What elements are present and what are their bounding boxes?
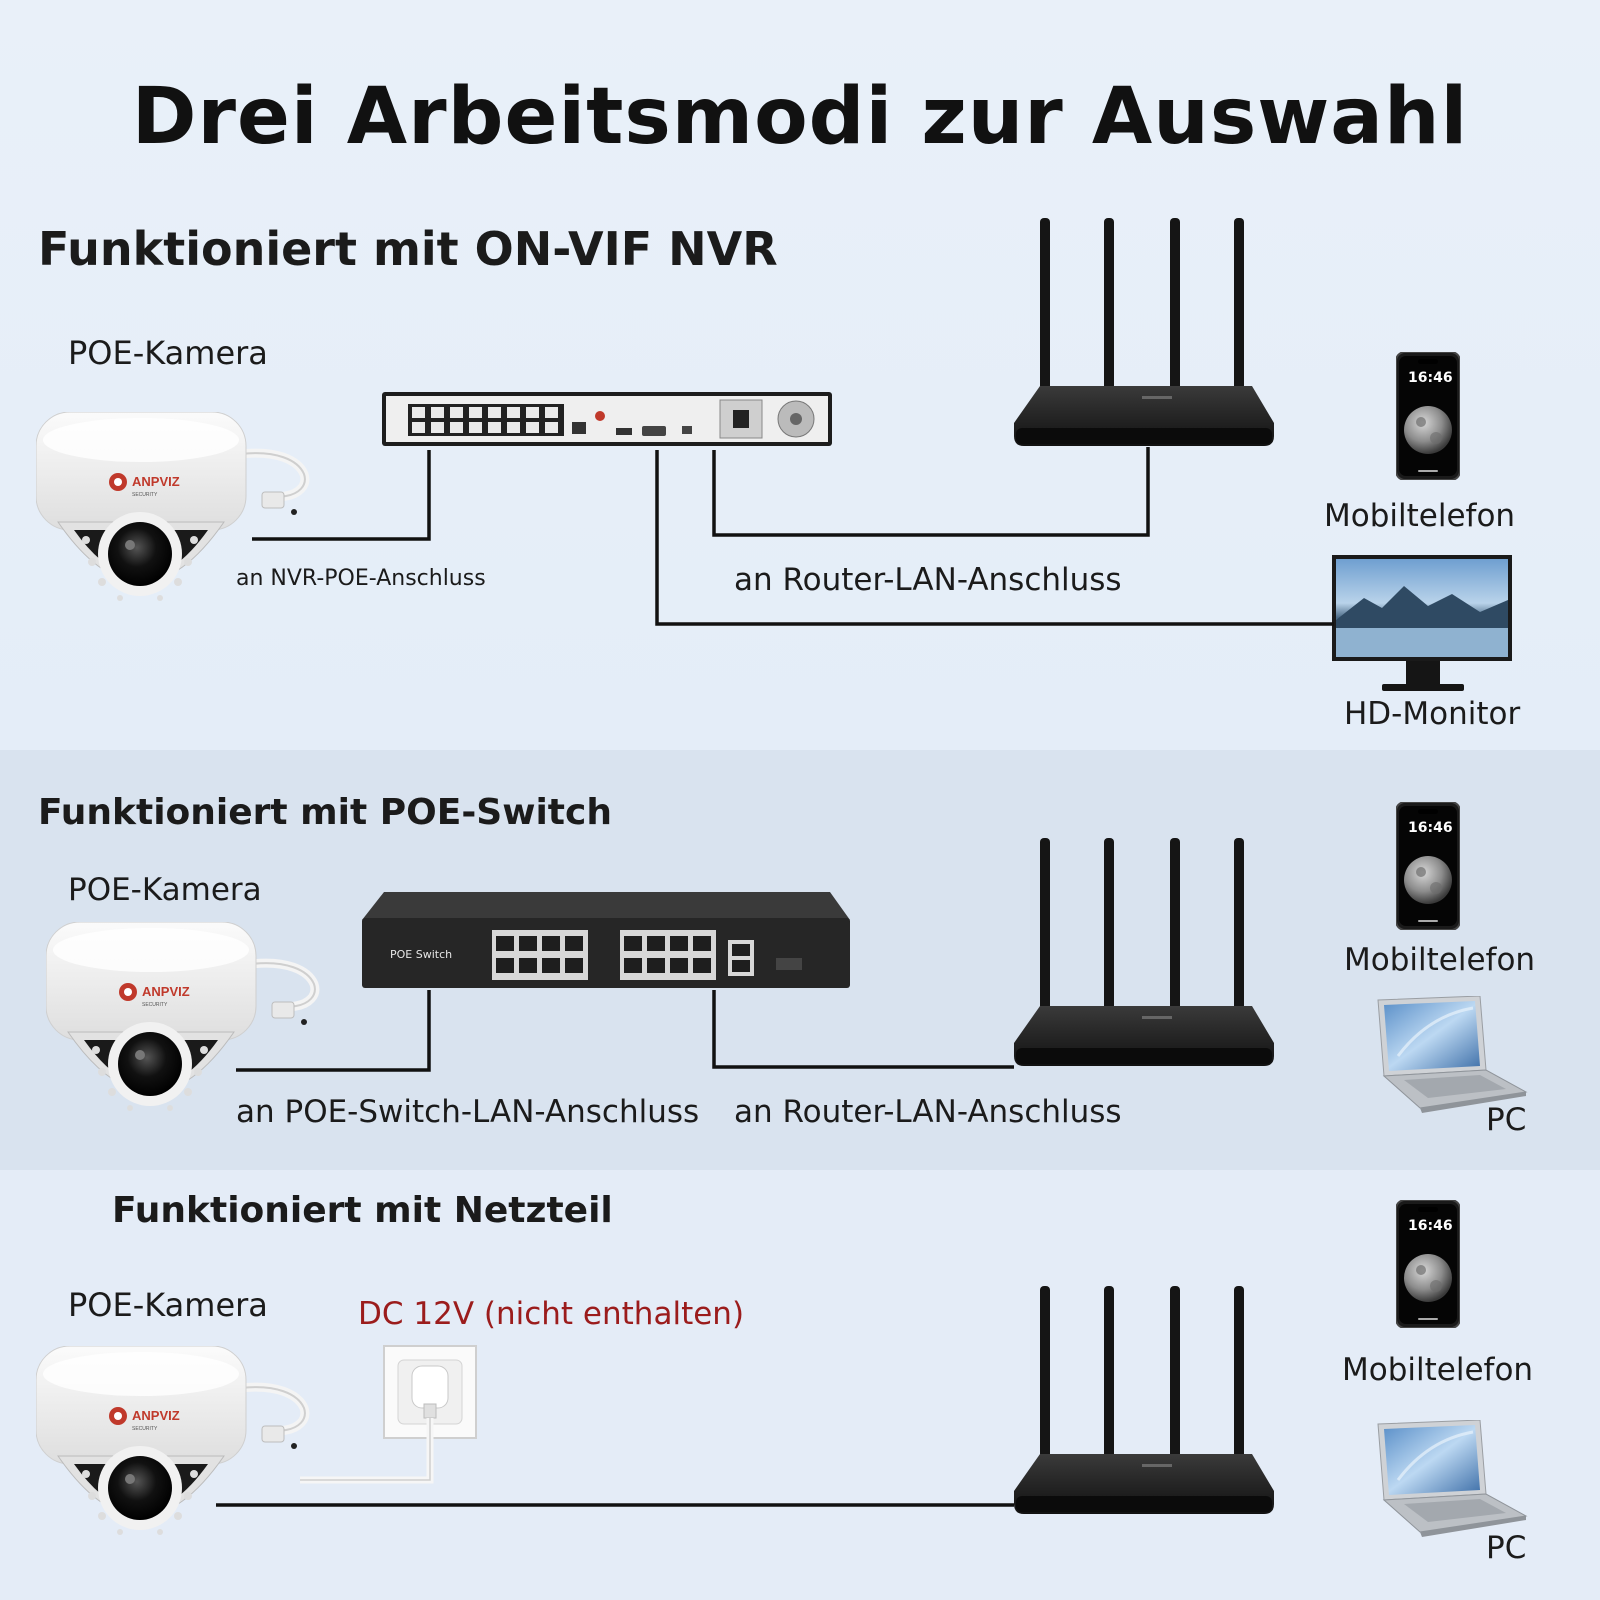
router-1 <box>1014 218 1274 446</box>
camera-label: POE-Kamera <box>68 334 268 372</box>
line-switch-router <box>712 990 1014 1069</box>
section-switch-title: Funktioniert mit POE-Switch <box>38 792 612 833</box>
nvr-recorder <box>382 392 832 446</box>
phone-clock: 16:46 <box>1408 370 1453 386</box>
phone-clock: 16:46 <box>1408 1218 1453 1234</box>
pc-laptop-2 <box>1376 996 1528 1115</box>
router-2 <box>1014 838 1274 1066</box>
poe-switch <box>362 892 850 988</box>
page-title: Drei Arbeitsmodi zur Auswahl <box>131 72 1469 162</box>
link-label-router-lan: an Router-LAN-Anschluss <box>734 1094 1122 1130</box>
line-nvr-monitor <box>655 450 1334 626</box>
section-nvr-title: Funktioniert mit ON-VIF NVR <box>38 222 778 276</box>
link-label-nvr-poe: an NVR-POE-Anschluss <box>236 566 486 591</box>
line-nvr-router <box>712 447 1150 537</box>
pc-label: PC <box>1486 1102 1527 1138</box>
link-label-router-lan: an Router-LAN-Anschluss <box>734 562 1122 598</box>
phone-clock: 16:46 <box>1408 820 1453 836</box>
poe-camera-2 <box>46 922 315 1111</box>
link-label-switch-lan: an POE-Switch-LAN-Anschluss <box>236 1094 700 1130</box>
line-camera-switch <box>236 990 431 1072</box>
mobile-phone-label: Mobiltelefon <box>1344 942 1536 978</box>
mobile-phone-label: Mobiltelefon <box>1324 498 1516 534</box>
power-note: DC 12V (nicht enthalten) <box>358 1296 745 1332</box>
power-socket-icon <box>383 1345 477 1439</box>
hd-monitor-label: HD-Monitor <box>1344 696 1521 732</box>
camera-label: POE-Kamera <box>68 1286 268 1324</box>
camera-label: POE-Kamera <box>68 872 262 908</box>
router-3 <box>1014 1286 1274 1514</box>
switch-label: POE Switch <box>390 948 453 961</box>
pc-laptop-3 <box>1376 1420 1528 1539</box>
hd-monitor <box>1332 555 1512 691</box>
mobile-phone-label: Mobiltelefon <box>1342 1352 1534 1388</box>
line-camera-nvr <box>252 450 431 541</box>
section-power-title: Funktioniert mit Netzteil <box>112 1190 613 1231</box>
pc-label: PC <box>1486 1530 1527 1566</box>
